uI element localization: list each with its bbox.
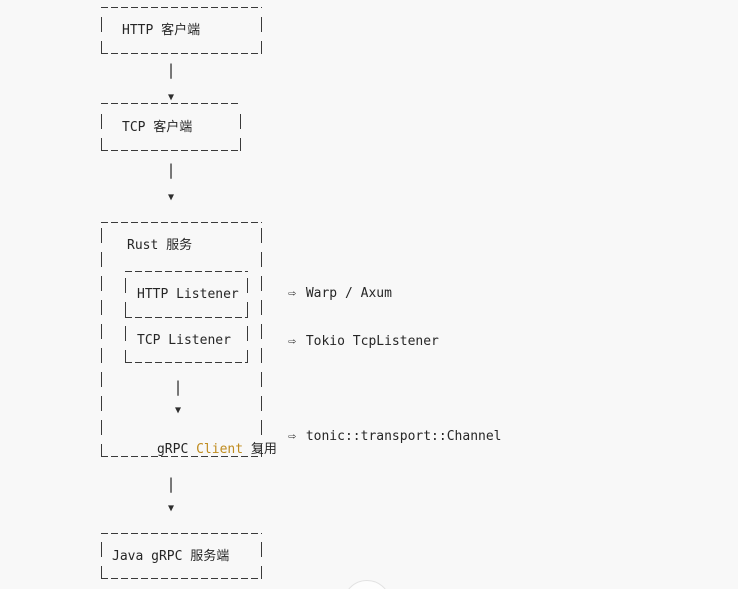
right-arrow-icon: ⇨ bbox=[288, 334, 296, 349]
java-grpc-server-box: Java gRPC 服务端 bbox=[101, 533, 262, 579]
arrowhead-down-icon: ▼ bbox=[167, 92, 175, 103]
right-arrow-icon: ⇨ bbox=[288, 286, 296, 301]
arrowhead-down-icon: ▼ bbox=[167, 503, 175, 514]
connector-pipe: | bbox=[166, 475, 176, 493]
java-grpc-server-label: Java gRPC 服务端 bbox=[112, 548, 230, 564]
grpc-client-line: gRPC Client 复用 bbox=[110, 430, 277, 469]
listeners-inner-box: HTTP Listener TCP Listener bbox=[125, 271, 248, 363]
rust-service-box: Rust 服务 HTTP Listener TCP Listener gRPC … bbox=[101, 222, 277, 457]
connector-pipe: | bbox=[166, 161, 176, 179]
arrowhead-down-icon: ▼ bbox=[167, 192, 175, 203]
annotation-tonic-channel: ⇨ tonic::transport::Channel bbox=[288, 430, 502, 443]
annotation-tokio-tcplistener: ⇨ Tokio TcpListener bbox=[288, 335, 439, 348]
grpc-client-prefix: gRPC bbox=[156, 442, 197, 457]
connector-pipe: | bbox=[173, 378, 183, 396]
tcp-client-label: TCP 客户端 bbox=[122, 119, 193, 135]
tcp-listener-label: TCP Listener bbox=[137, 332, 231, 348]
tcp-client-box: TCP 客户端 bbox=[101, 103, 241, 151]
rust-service-label: Rust 服务 bbox=[127, 238, 193, 253]
annotation-label: Warp / Axum bbox=[305, 286, 392, 301]
listener-divider bbox=[125, 317, 248, 318]
connector-pipe: | bbox=[166, 61, 176, 79]
floating-button[interactable] bbox=[343, 580, 391, 589]
right-arrow-icon: ⇨ bbox=[288, 429, 296, 444]
http-listener-row: HTTP Listener bbox=[125, 271, 248, 317]
grpc-client-suffix: 复用 bbox=[243, 442, 277, 457]
grpc-client-keyword: Client bbox=[196, 442, 244, 457]
http-listener-label: HTTP Listener bbox=[137, 286, 239, 302]
tcp-listener-row: TCP Listener bbox=[125, 317, 248, 363]
annotation-label: Tokio TcpListener bbox=[305, 334, 439, 349]
arrowhead-down-icon: ▼ bbox=[174, 405, 182, 416]
annotation-warp-axum: ⇨ Warp / Axum bbox=[288, 287, 392, 300]
http-client-box: HTTP 客户端 bbox=[101, 7, 262, 54]
http-client-label: HTTP 客户端 bbox=[122, 23, 201, 38]
annotation-label: tonic::transport::Channel bbox=[305, 429, 502, 444]
